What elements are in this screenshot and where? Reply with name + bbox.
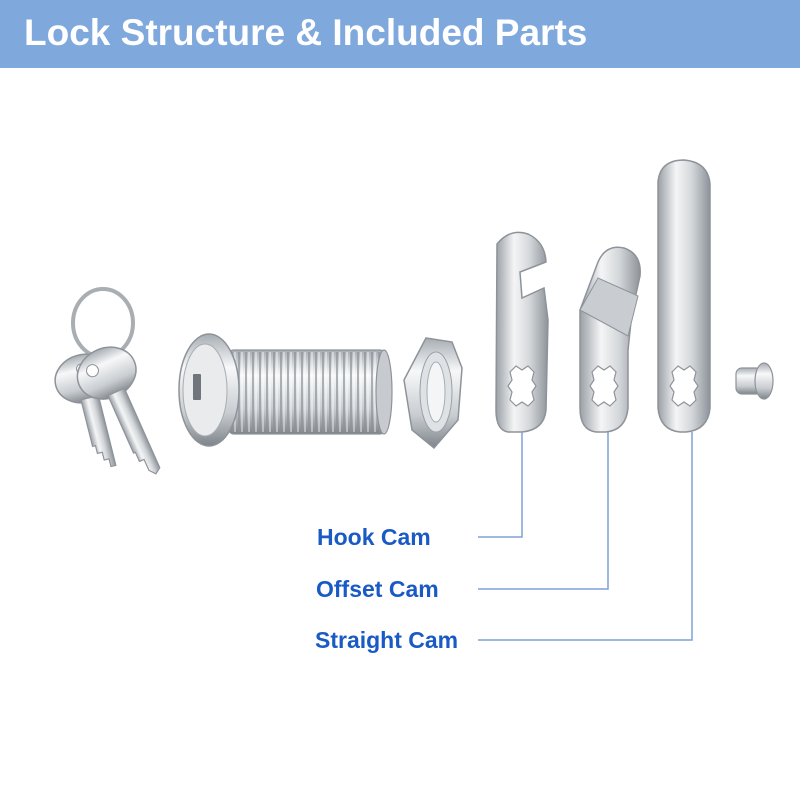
keyhole-icon [193,374,201,400]
hook-cam-leader [478,432,523,538]
keys-with-ring [54,287,161,475]
straight-cam-leader [478,432,693,641]
threaded-lock-cylinder [178,333,393,447]
star-hole-icon [589,365,619,407]
straight-cam-label: Straight Cam [315,627,459,653]
offset-cam [579,246,641,433]
star-hole-icon [669,365,699,407]
hook-cam [495,231,549,433]
hex-nut [403,337,463,450]
hook-cam-label: Hook Cam [317,524,431,550]
offset-cam-leader [478,432,609,590]
key-front-icon [76,346,161,475]
star-hole-icon [507,365,537,407]
cam-screw [735,362,774,400]
offset-cam-label: Offset Cam [316,576,439,602]
straight-cam [657,159,711,433]
leader-lines [478,432,693,641]
page-title: Lock Structure & Included Parts [24,12,588,53]
key-ring-icon [71,287,135,359]
title-banner: Lock Structure & Included Parts [0,0,800,68]
